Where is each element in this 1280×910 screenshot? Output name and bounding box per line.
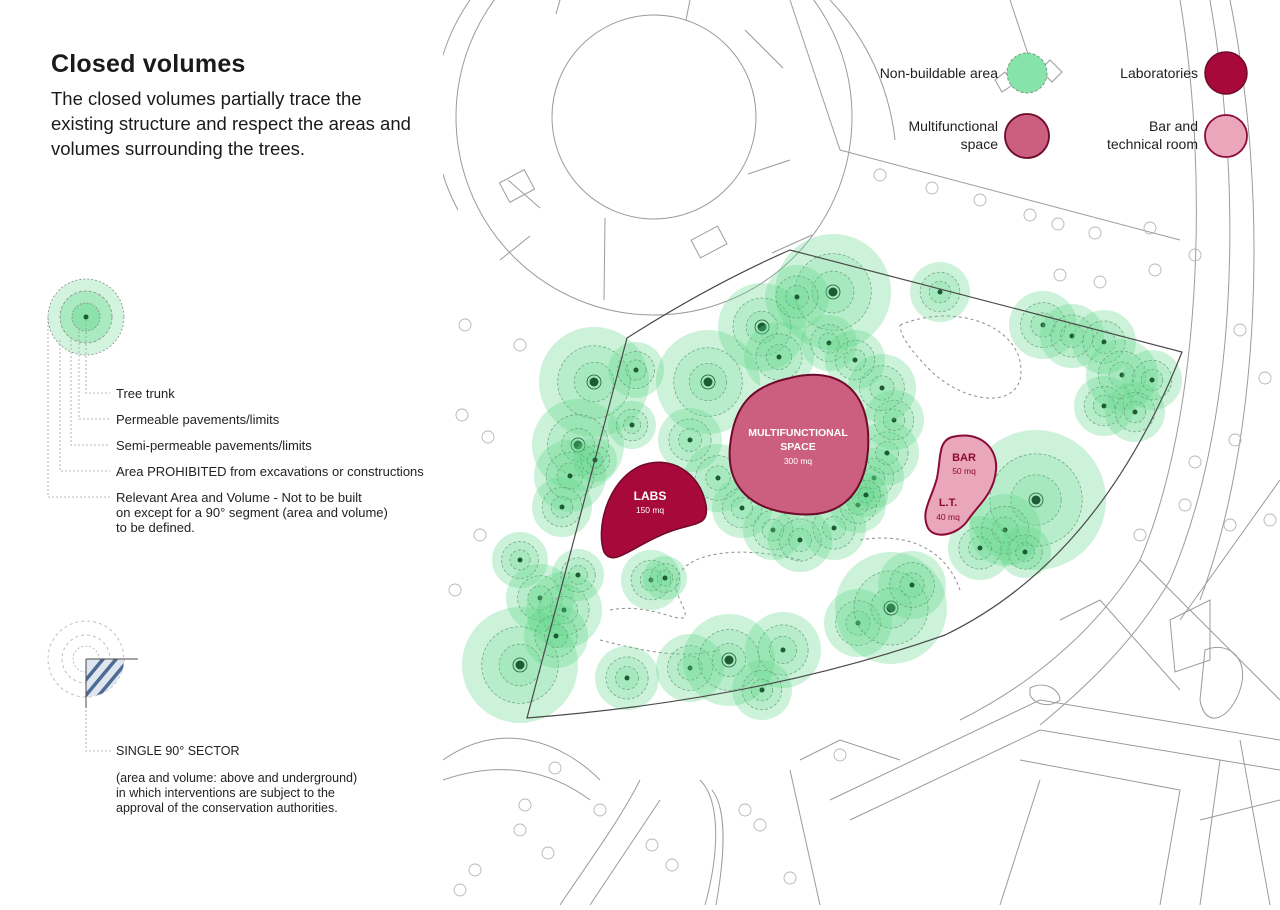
volume-multifunctional-space [728,373,870,516]
tree-zone [526,572,602,648]
tree-zone [534,440,606,512]
legend-relevant-1: Relevant Area and Volume - Not to be bui… [116,490,362,505]
legend-tree-trunk: Tree trunk [116,386,175,401]
tree-zone [506,564,574,632]
legend-prohibited: Area PROHIBITED from excavations or cons… [116,464,424,479]
legend-relevant-3: to be defined. [116,520,195,535]
tree-zone [524,604,588,668]
legend-semi-permeable: Semi-permeable pavements/limits [116,438,312,453]
legend-permeable: Permeable pavements/limits [116,412,280,427]
tree-zone [999,526,1051,578]
multifunctional-name-1: MULTIFUNCTIONAL [748,427,848,439]
volume-labs [600,461,708,559]
key-bar-1: Bar and [1148,118,1198,134]
tree-zone [595,646,659,710]
tree-zone [825,330,885,390]
tree-zone [835,552,947,664]
tree-zone [621,550,681,610]
site-boundary [526,249,1183,719]
labs-area: 150 mq [636,505,665,515]
tree-zone [656,634,724,702]
tree-zone [1040,304,1104,368]
sector-title: SINGLE 90° SECTOR [116,744,240,758]
legend-relevant-2: on except for a 90° segment (area and vo… [116,505,388,520]
tree-zone [532,477,592,537]
tree-zone [608,342,664,398]
tree-zone [683,614,775,706]
tree-zone [1074,376,1134,436]
tree-zone [492,532,548,588]
key-multifunctional-2: space [960,136,998,152]
tree-zone [765,265,829,329]
sector-leader [85,710,112,752]
intro-text: The closed volumes partially trace the e… [51,88,411,159]
tree-zones [462,234,1182,723]
tree-zone [768,508,832,572]
tree-zone [539,327,649,437]
tree-zone [1009,291,1077,359]
tree-zone [801,315,857,371]
sector-symbol-icon [47,620,138,708]
bar-name: BAR [952,452,976,464]
sector-desc-1: (area and volume: above and underground) [116,771,358,785]
key-laboratories: Laboratories [1120,65,1198,81]
sector-desc-3: approval of the conservation authorities… [116,801,338,815]
key-bar: Bar and technical room [1107,117,1198,153]
tree-zone [864,390,924,450]
tree-zone [643,556,687,600]
tree-zone [552,549,604,601]
base-plan-lines [433,0,1280,906]
existing-vegetation [448,168,1277,897]
tree-zone [848,354,916,422]
tree-zone [948,516,1012,580]
tree-legend-leaders [47,317,110,498]
multifunctional-name-2: SPACE [780,441,815,453]
labs-name: LABS [634,489,667,503]
page-title: Closed volumes [51,50,246,78]
left-panel: Closed volumes The closed volumes partia… [0,0,445,905]
tree-zone [824,589,892,657]
key-multifunctional-1: Multifunctional [908,118,999,134]
swatch-multifunctional [1004,113,1050,159]
tree-zone [966,430,1106,570]
swatch-bar [1204,114,1248,158]
tree-zone [969,494,1041,566]
tree-zone [608,401,656,449]
tree-zone [878,551,946,619]
key-bar-2: technical room [1106,136,1198,152]
key-non-buildable: Non-buildable area [879,65,998,81]
lt-name: L.T. [939,497,957,509]
tree-zone [745,612,821,688]
lt-area: 40 mq [936,512,960,522]
multifunctional-area: 300 mq [784,456,813,466]
tree-legend-symbol [47,278,138,752]
tree-zone [1072,310,1136,374]
tree-zone [1105,382,1165,442]
tree-zone [658,408,722,472]
site-map-drawing: MULTIFUNCTIONAL SPACE 300 mq LABS 150 mq… [433,0,1280,906]
tree-zone [910,262,970,322]
volume-bar-lt [924,434,998,536]
closed-volumes: MULTIFUNCTIONAL SPACE 300 mq LABS 150 mq… [600,373,998,559]
bar-area: 50 mq [952,466,976,476]
tree-zone [1122,350,1182,410]
site-map: MULTIFUNCTIONAL SPACE 300 mq LABS 150 mq… [433,0,1280,906]
key-multifunctional: Multifunctional space [909,117,999,153]
tree-zone [718,283,806,371]
tree-zone [775,234,891,350]
map-key-swatches [1004,51,1248,159]
tree-symbol-icon [47,278,125,356]
swatch-laboratories [1204,51,1248,95]
tree-zone [743,500,803,560]
tree-zone [656,330,760,434]
sector-desc-2: in which interventions are subject to th… [116,786,335,800]
swatch-non-buildable [1006,52,1048,94]
